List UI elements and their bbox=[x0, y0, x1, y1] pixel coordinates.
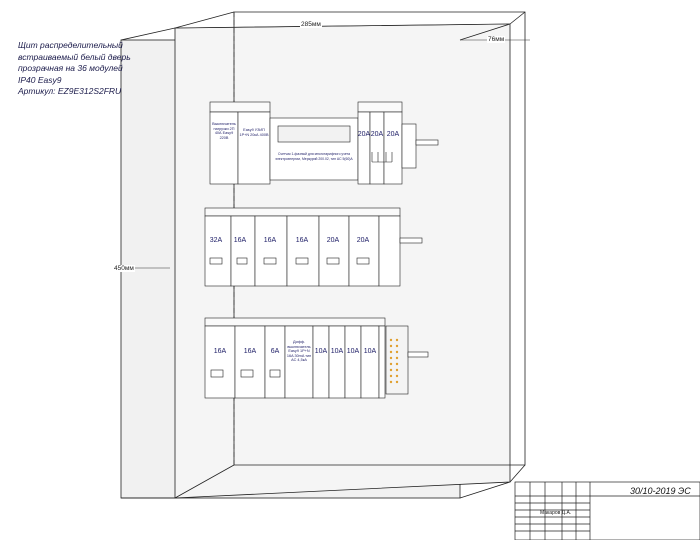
row3-rating-2: 16A bbox=[243, 348, 257, 355]
title-block bbox=[514, 481, 700, 540]
row2-rating-6: 20A bbox=[356, 237, 370, 244]
row1-spd-text: Easy9 УЗИП 1P+N 20кА 400В bbox=[239, 128, 269, 137]
row1-rating-1: 20A bbox=[357, 131, 371, 138]
title-line-3: прозрачная на 36 модулей bbox=[18, 63, 123, 73]
row1-meter-text: Счетчик 1-фазный для многотарифного учет… bbox=[275, 152, 353, 161]
row3-rating-5: 10A bbox=[330, 348, 344, 355]
terminal-block bbox=[389, 338, 399, 384]
title-line-1: Щит распределительный bbox=[18, 40, 123, 50]
designer-name: Макаров Д.А. bbox=[540, 510, 572, 516]
din-row-1 bbox=[209, 101, 439, 185]
row3-rating-1: 16A bbox=[213, 348, 227, 355]
row3-rating-7: 10A bbox=[363, 348, 377, 355]
dimension-depth: 76мм bbox=[487, 36, 506, 43]
row3-rating-6: 10A bbox=[346, 348, 360, 355]
row2-rating-5: 20A bbox=[326, 237, 340, 244]
din-row-2 bbox=[204, 207, 423, 287]
dimension-height: 450мм bbox=[113, 265, 135, 272]
din-row-3 bbox=[204, 317, 429, 399]
row2-rating-2: 16A bbox=[233, 237, 247, 244]
row2-rating-1: 32A bbox=[209, 237, 223, 244]
title-line-2: встраиваемый белый дверь bbox=[18, 51, 131, 62]
title-line-4: IP40 Easy9 bbox=[18, 74, 62, 85]
row3-rcbo-text: Дифф. выключатель Easy9 1P+N 16A 30mA ти… bbox=[286, 340, 312, 363]
title-line-5: Артикул: EZ9E312S2FRU bbox=[18, 86, 122, 96]
row3-rating-3: 6A bbox=[270, 348, 280, 355]
row1-rating-3: 20A bbox=[386, 131, 400, 138]
dimension-width: 285мм bbox=[300, 21, 322, 28]
row1-rating-2: 20A bbox=[370, 131, 384, 138]
row2-rating-4: 16A bbox=[295, 237, 309, 244]
drawing-code: 30/10-2019 ЭС bbox=[630, 486, 691, 496]
row1-switch-text: Выключатель нагрузки 2П 40А Easy9 220В bbox=[212, 122, 236, 140]
panel-description: Щит распределительный встраиваемый белый… bbox=[18, 40, 168, 98]
row3-rating-4: 10A bbox=[314, 348, 328, 355]
row2-rating-3: 16A bbox=[263, 237, 277, 244]
